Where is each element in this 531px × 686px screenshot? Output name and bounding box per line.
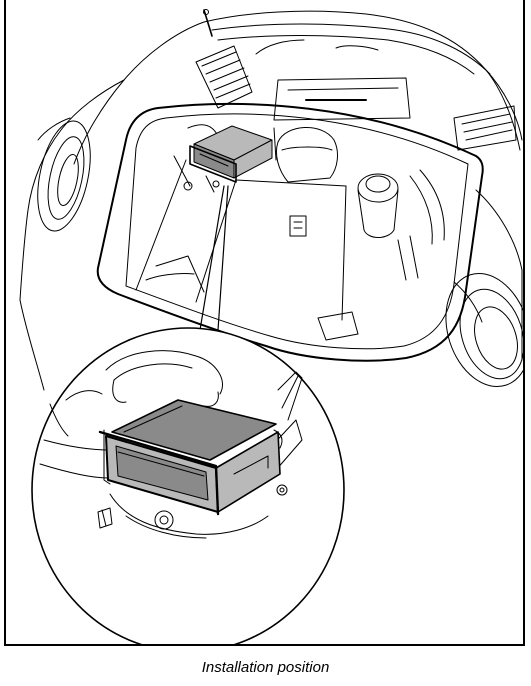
cowl-vents [196, 40, 516, 150]
detail-magnifier [32, 328, 344, 644]
figure-frame [4, 0, 525, 646]
magnifier-leader [200, 186, 228, 330]
figure-caption: Installation position [201, 659, 330, 676]
control-unit-installed [190, 126, 272, 192]
luggage-compartment [98, 104, 483, 361]
installation-diagram [6, 0, 523, 644]
car-body [20, 10, 523, 398]
